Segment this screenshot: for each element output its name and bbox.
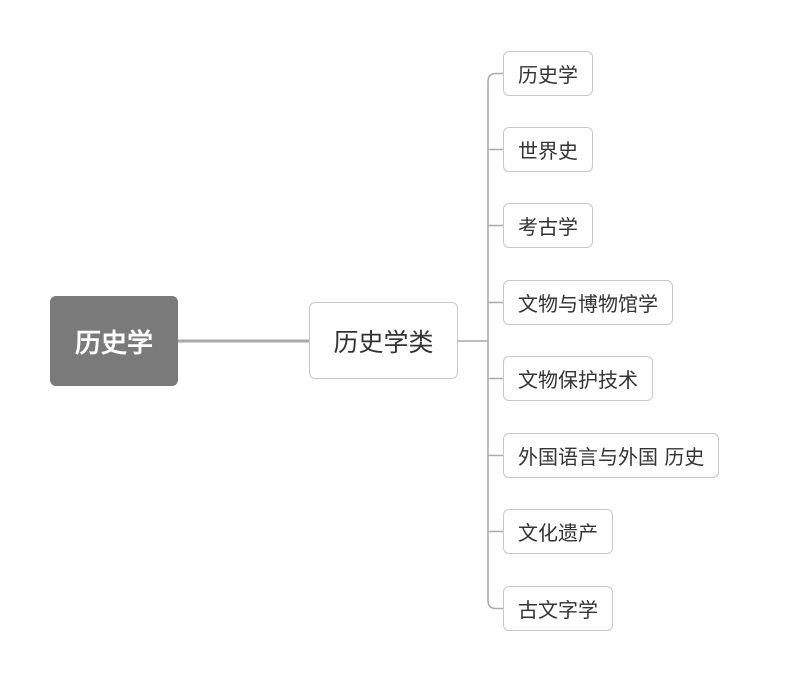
- leaf-node-label: 文物保护技术: [518, 368, 638, 392]
- root-node-label: 历史学: [74, 328, 153, 359]
- leaf-node[interactable]: 古文字学: [503, 586, 613, 631]
- leaf-node-label: 历史学: [518, 63, 578, 87]
- leaf-node[interactable]: 文物与博物馆学: [503, 280, 673, 325]
- leaf-connector: [487, 600, 503, 610]
- leaf-node[interactable]: 历史学: [503, 51, 593, 96]
- leaf-connectors: [487, 72, 503, 610]
- leaf-node[interactable]: 世界史: [503, 127, 593, 172]
- leaf-node[interactable]: 文化遗产: [503, 509, 613, 554]
- category-node-label: 历史学类: [333, 327, 434, 357]
- leaf-connector: [487, 72, 503, 82]
- leaf-node-label: 世界史: [518, 139, 578, 163]
- leaf-node-label: 考古学: [518, 215, 578, 239]
- category-node[interactable]: 历史学类: [309, 302, 458, 379]
- leaf-node[interactable]: 外国语言与外国 历史: [503, 433, 720, 478]
- leaf-node-label: 古文字学: [518, 598, 598, 622]
- leaf-node-label: 外国语言与外国 历史: [518, 445, 705, 469]
- root-node[interactable]: 历史学: [50, 296, 178, 386]
- leaf-node-label: 文物与博物馆学: [518, 292, 658, 316]
- leaf-node-label: 文化遗产: [518, 521, 598, 545]
- leaf-node[interactable]: 考古学: [503, 203, 593, 248]
- leaf-node[interactable]: 文物保护技术: [503, 356, 653, 401]
